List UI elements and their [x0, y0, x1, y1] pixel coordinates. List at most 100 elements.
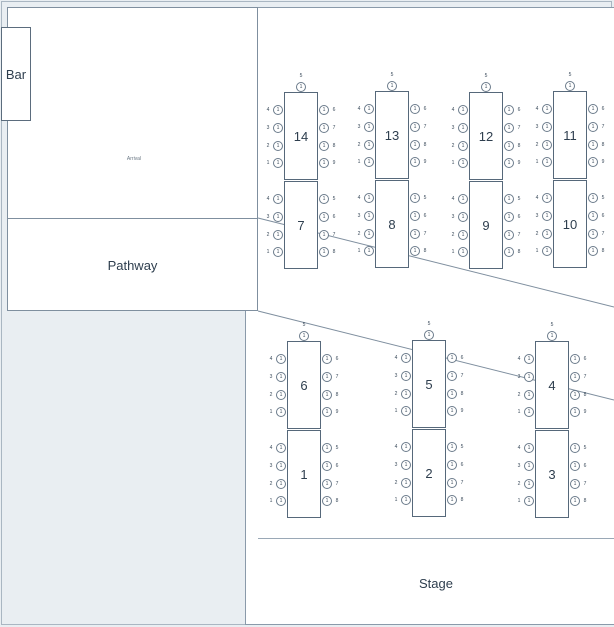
seat[interactable]: 1 — [588, 229, 598, 239]
seat[interactable]: 1 — [570, 390, 580, 400]
seat[interactable]: 1 — [447, 389, 457, 399]
seat[interactable]: 1 — [504, 141, 514, 151]
seat[interactable]: 1 — [276, 372, 286, 382]
seat[interactable]: 1 — [410, 229, 420, 239]
seat[interactable]: 1 — [322, 461, 332, 471]
seat[interactable]: 1 — [410, 157, 420, 167]
seat[interactable]: 1 — [319, 123, 329, 133]
seat[interactable]: 1 — [447, 371, 457, 381]
seat[interactable]: 1 — [588, 104, 598, 114]
seat[interactable]: 1 — [588, 140, 598, 150]
seat[interactable]: 1 — [273, 105, 283, 115]
table-7[interactable]: 7 — [284, 181, 318, 269]
table-6[interactable]: 6 — [287, 341, 321, 429]
seat[interactable]: 1 — [447, 406, 457, 416]
table-1[interactable]: 1 — [287, 430, 321, 518]
seat[interactable]: 1 — [410, 193, 420, 203]
seat[interactable]: 1 — [504, 194, 514, 204]
seat[interactable]: 1 — [458, 158, 468, 168]
seat[interactable]: 1 — [447, 442, 457, 452]
seat[interactable]: 1 — [401, 406, 411, 416]
seat[interactable]: 1 — [524, 407, 534, 417]
seat[interactable]: 1 — [364, 229, 374, 239]
seat[interactable]: 1 — [410, 246, 420, 256]
seat[interactable]: 1 — [458, 230, 468, 240]
seat[interactable]: 1 — [273, 212, 283, 222]
seat[interactable]: 1 — [319, 247, 329, 257]
seat[interactable]: 1 — [570, 354, 580, 364]
bar-area[interactable]: Bar — [1, 27, 31, 121]
seat[interactable]: 1 — [481, 82, 491, 92]
seat[interactable]: 1 — [570, 479, 580, 489]
seat[interactable]: 1 — [524, 372, 534, 382]
seat[interactable]: 1 — [410, 104, 420, 114]
seat[interactable]: 1 — [401, 478, 411, 488]
seat[interactable]: 1 — [276, 479, 286, 489]
seat[interactable]: 1 — [542, 211, 552, 221]
seat[interactable]: 1 — [319, 230, 329, 240]
seat[interactable]: 1 — [458, 194, 468, 204]
seat[interactable]: 1 — [319, 194, 329, 204]
seat[interactable]: 1 — [524, 496, 534, 506]
seat[interactable]: 1 — [273, 247, 283, 257]
table-9[interactable]: 9 — [469, 181, 503, 269]
seat[interactable]: 1 — [570, 443, 580, 453]
seat[interactable]: 1 — [299, 331, 309, 341]
seat[interactable]: 1 — [447, 353, 457, 363]
seat[interactable]: 1 — [542, 122, 552, 132]
seat[interactable]: 1 — [504, 212, 514, 222]
seat[interactable]: 1 — [319, 141, 329, 151]
seat[interactable]: 1 — [570, 461, 580, 471]
seat[interactable]: 1 — [273, 194, 283, 204]
seat[interactable]: 1 — [273, 230, 283, 240]
seat[interactable]: 1 — [276, 443, 286, 453]
seat[interactable]: 1 — [364, 246, 374, 256]
table-13[interactable]: 13 — [375, 91, 409, 179]
seat[interactable]: 1 — [588, 157, 598, 167]
seat[interactable]: 1 — [588, 211, 598, 221]
seat[interactable]: 1 — [322, 354, 332, 364]
seat[interactable]: 1 — [401, 460, 411, 470]
seat[interactable]: 1 — [424, 330, 434, 340]
seat[interactable]: 1 — [273, 158, 283, 168]
seat[interactable]: 1 — [364, 140, 374, 150]
table-10[interactable]: 10 — [553, 180, 587, 268]
seat[interactable]: 1 — [401, 495, 411, 505]
seat[interactable]: 1 — [410, 122, 420, 132]
seat[interactable]: 1 — [447, 478, 457, 488]
seat[interactable]: 1 — [322, 407, 332, 417]
seat[interactable]: 1 — [524, 443, 534, 453]
seat[interactable]: 1 — [524, 354, 534, 364]
seat[interactable]: 1 — [401, 353, 411, 363]
seat[interactable]: 1 — [504, 158, 514, 168]
seat[interactable]: 1 — [401, 371, 411, 381]
seat[interactable]: 1 — [401, 442, 411, 452]
seat[interactable]: 1 — [296, 82, 306, 92]
seat[interactable]: 1 — [364, 122, 374, 132]
seat[interactable]: 1 — [504, 247, 514, 257]
seat[interactable]: 1 — [447, 495, 457, 505]
seat[interactable]: 1 — [458, 123, 468, 133]
seat[interactable]: 1 — [458, 105, 468, 115]
seat[interactable]: 1 — [322, 479, 332, 489]
seat[interactable]: 1 — [570, 496, 580, 506]
table-14[interactable]: 14 — [284, 92, 318, 180]
seat[interactable]: 1 — [588, 122, 598, 132]
table-4[interactable]: 4 — [535, 341, 569, 429]
seat[interactable]: 1 — [273, 141, 283, 151]
seat[interactable]: 1 — [322, 443, 332, 453]
seat[interactable]: 1 — [524, 461, 534, 471]
seat[interactable]: 1 — [504, 123, 514, 133]
seat[interactable]: 1 — [542, 104, 552, 114]
seat[interactable]: 1 — [570, 372, 580, 382]
seat[interactable]: 1 — [322, 372, 332, 382]
table-5[interactable]: 5 — [412, 340, 446, 428]
seat[interactable]: 1 — [364, 104, 374, 114]
seat[interactable]: 1 — [319, 105, 329, 115]
table-11[interactable]: 11 — [553, 91, 587, 179]
seat[interactable]: 1 — [458, 212, 468, 222]
seat[interactable]: 1 — [276, 407, 286, 417]
seat[interactable]: 1 — [542, 140, 552, 150]
seat[interactable]: 1 — [319, 158, 329, 168]
seat[interactable]: 1 — [401, 389, 411, 399]
